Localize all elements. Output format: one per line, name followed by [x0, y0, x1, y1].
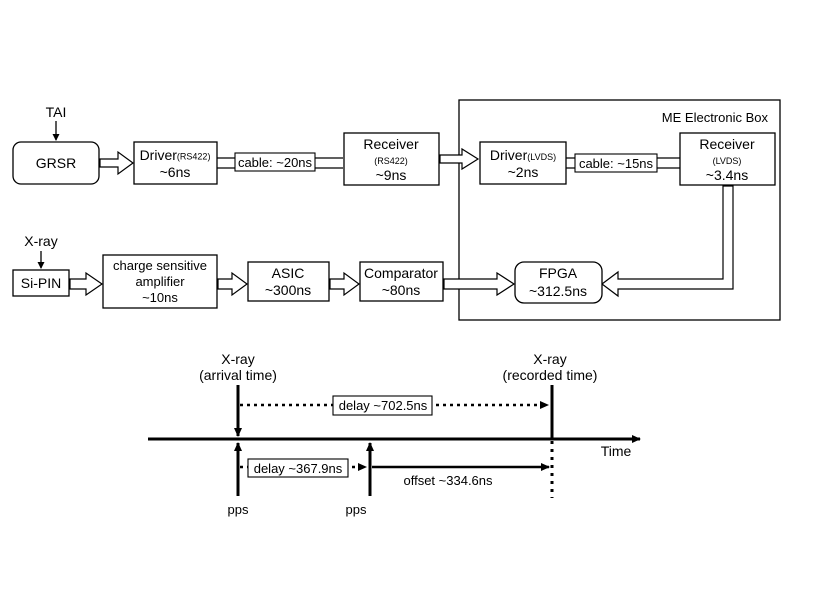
arrival-line1: X-ray: [221, 351, 254, 367]
driver-rs422-value: ~6ns: [160, 164, 191, 180]
receiver-to-fpga-arrow: [601, 185, 734, 298]
comparator-to-fpga-arrow: [443, 271, 516, 297]
driver-lvds-label: Driver(LVDS): [490, 147, 556, 163]
grsr-box: [12, 141, 100, 185]
xray-label: X-ray: [24, 233, 57, 249]
fpga-value: ~312.5ns: [529, 283, 587, 299]
delay-total-label: delay ~702.5ns: [339, 398, 428, 413]
receiver-rs422-sub: (RS422): [374, 156, 408, 166]
fpga-box: [514, 261, 603, 304]
pps2-label: pps: [346, 502, 367, 517]
csa-to-asic-arrow: [217, 271, 249, 297]
receiver-lvds-value: ~3.4ns: [706, 167, 748, 183]
me-box-title: ME Electronic Box: [662, 110, 769, 125]
sipin-to-csa-arrow: [69, 271, 104, 297]
asic-name: ASIC: [272, 265, 305, 281]
receiver-rs422-name: Receiver: [363, 136, 419, 152]
driver-rs422-sub: RS422: [180, 152, 208, 162]
csa-value: ~10ns: [142, 290, 178, 305]
arrival-line2: (arrival time): [199, 367, 277, 383]
receiver-rs422-value: ~9ns: [376, 167, 407, 183]
cable2-box: [574, 153, 658, 173]
csa-box: [102, 254, 218, 309]
delay-pps-box: [247, 458, 349, 478]
csa-line1: charge sensitive: [113, 258, 207, 273]
receiver-lvds-sub: (LVDS): [713, 156, 742, 166]
recorded-line2: (recorded time): [503, 367, 598, 383]
csa-line2: amplifier: [135, 274, 185, 289]
cable1-label: cable: ~20ns: [238, 155, 313, 170]
recorded-line1: X-ray: [533, 351, 566, 367]
delay-pps-label: delay ~367.9ns: [254, 461, 343, 476]
receiver-lvds-box: [679, 132, 776, 186]
driver-lvds-sub: LVDS: [530, 152, 553, 162]
asic-value: ~300ns: [265, 282, 311, 298]
driver-rs422-box: [133, 141, 218, 185]
driver-lvds-value: ~2ns: [508, 164, 539, 180]
comparator-box: [359, 261, 444, 302]
receiver-rs422-box: [343, 132, 440, 186]
offset-label: offset ~334.6ns: [403, 473, 493, 488]
comparator-name: Comparator: [364, 265, 438, 281]
me-electronic-box: [458, 99, 781, 321]
time-label: Time: [601, 443, 632, 459]
cable2-label: cable: ~15ns: [579, 156, 654, 171]
driver-lvds-name: Driver: [490, 147, 528, 163]
grsr-label: GRSR: [36, 155, 76, 171]
receiver-to-driver-lvds-arrow: [439, 147, 480, 171]
asic-to-comparator-arrow: [329, 271, 361, 297]
driver-rs422-name: Driver: [140, 147, 178, 163]
tai-label: TAI: [46, 104, 67, 120]
cable1-box: [234, 152, 316, 172]
comparator-value: ~80ns: [382, 282, 421, 298]
receiver-lvds-name: Receiver: [699, 136, 755, 152]
sipin-box: [12, 269, 70, 297]
sipin-label: Si-PIN: [21, 275, 61, 291]
delay-total-box: [332, 395, 433, 416]
pps1-label: pps: [228, 502, 249, 517]
fpga-name: FPGA: [539, 265, 578, 281]
driver-lvds-box: [479, 141, 567, 185]
asic-box: [247, 261, 330, 302]
grsr-to-driver-arrow: [99, 150, 135, 176]
driver-rs422-label: Driver(RS422): [140, 147, 211, 163]
